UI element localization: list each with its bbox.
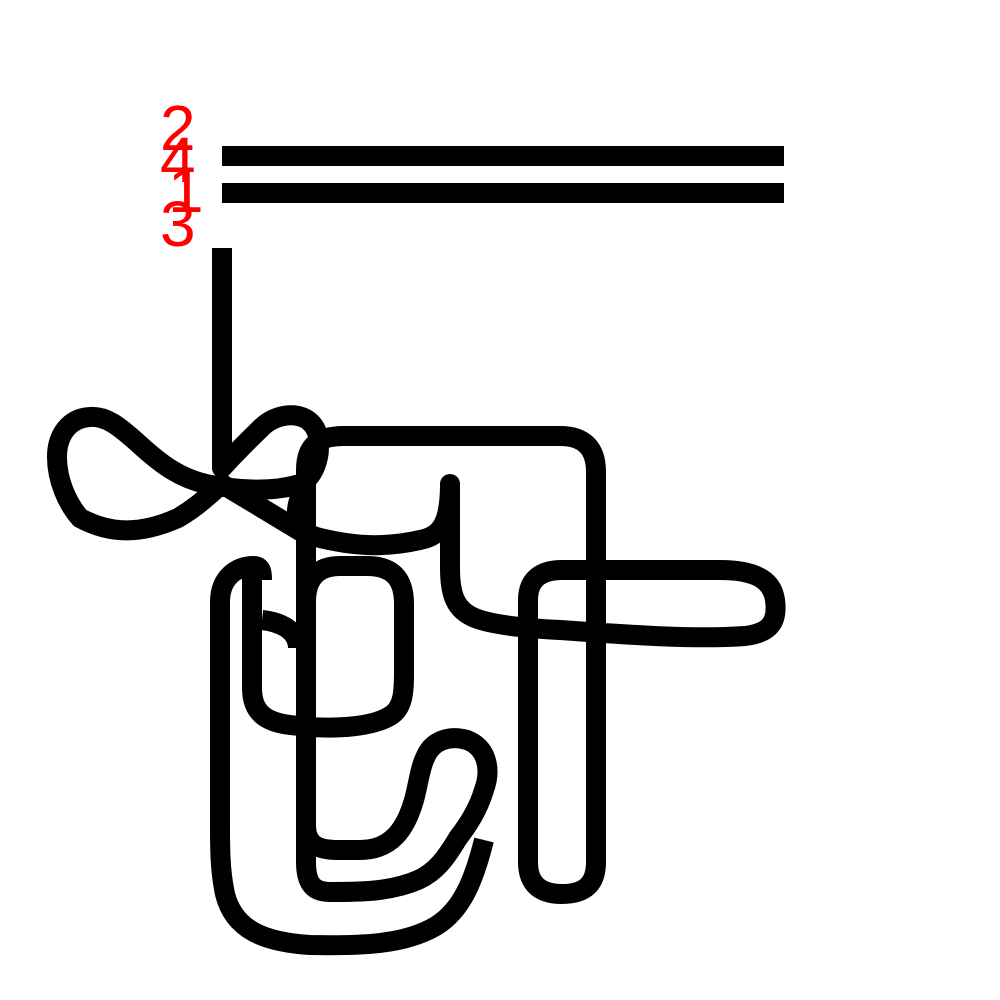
stroke-label-3: 3 (160, 188, 196, 260)
stroke-order-labels: 2 4 1 3 (160, 92, 204, 260)
stroke-label-1: 1 (168, 154, 204, 226)
stroke-outer-hook (210, 556, 494, 956)
stroke-label-2: 2 (160, 92, 196, 164)
stroke-center-hook (242, 426, 786, 904)
stroke-vertical-loop (47, 248, 329, 543)
stroke-label-4: 4 (160, 124, 196, 196)
character-strokes (47, 146, 786, 956)
